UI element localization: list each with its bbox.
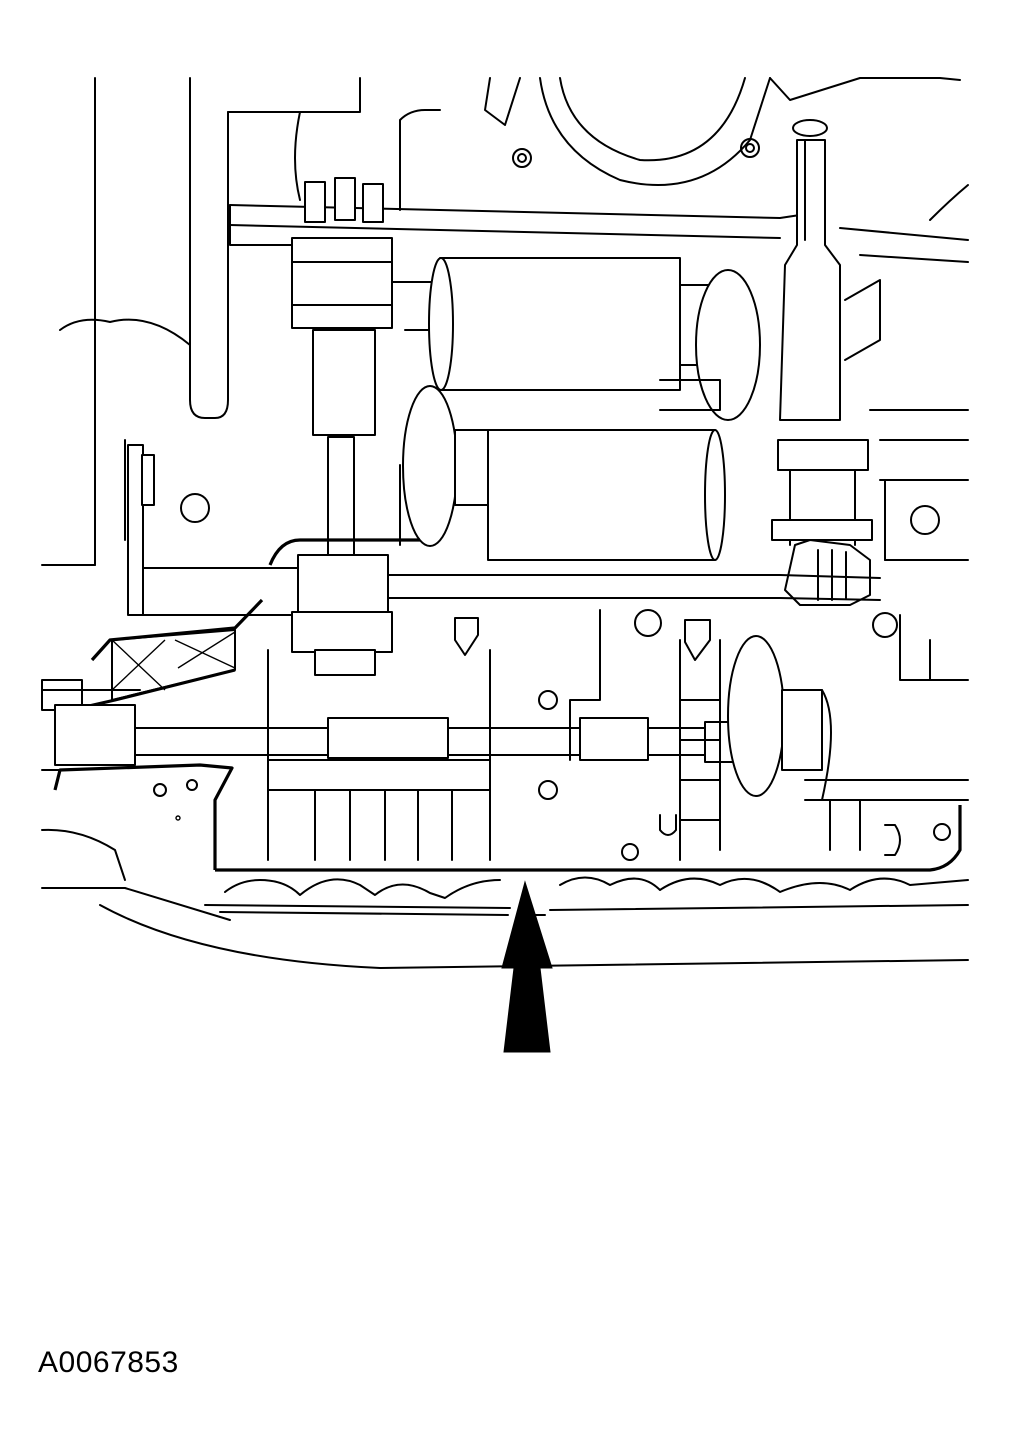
oil-pan-edge <box>41 763 969 969</box>
upper-cylinder <box>428 257 761 421</box>
direction-arrow <box>501 880 553 1053</box>
right-housing <box>844 279 969 561</box>
middle-tie-rod <box>139 538 881 676</box>
oil-pan-grid <box>267 609 969 861</box>
left-bracket <box>79 444 264 710</box>
vertical-pipe <box>771 119 873 606</box>
bolt-holes <box>153 138 951 861</box>
middle-cylinder <box>399 385 726 561</box>
upper-tie-rod <box>229 204 969 263</box>
figure-id-label: A0067853 <box>38 1346 179 1379</box>
lower-tie-rod <box>41 635 832 801</box>
engine-block-outline <box>41 77 969 566</box>
upper-clamp-assembly <box>291 177 441 566</box>
